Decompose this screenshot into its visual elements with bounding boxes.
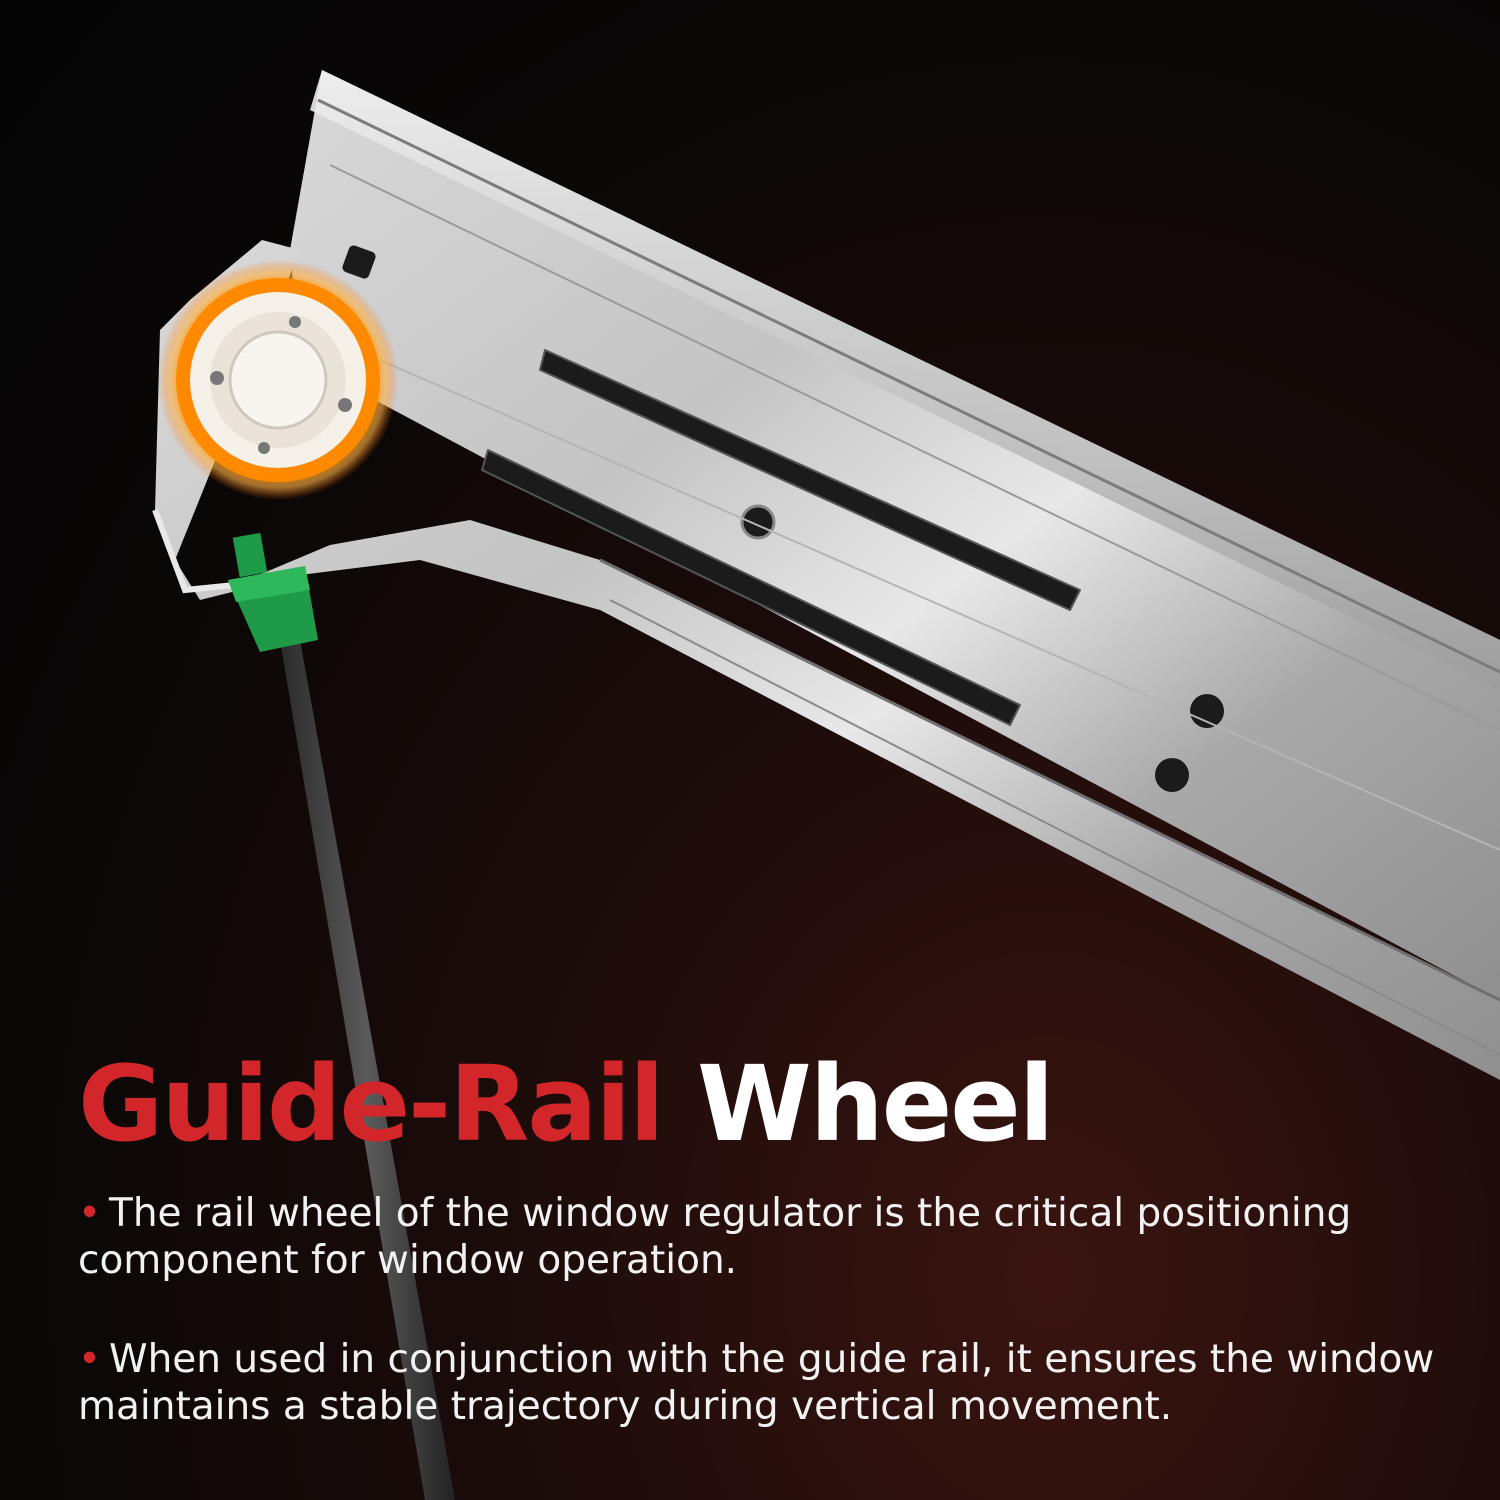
- bullet-1-text: The rail wheel of the window regulator i…: [78, 1191, 1352, 1283]
- bullet-1: •The rail wheel of the window regulator …: [78, 1190, 1458, 1284]
- page-title: Guide-Rail Wheel: [78, 1052, 1054, 1156]
- rail-slots: [481, 349, 1081, 726]
- cable-sheath: [280, 640, 455, 1500]
- guide-rail: [152, 70, 1500, 1080]
- title-red-part: Guide-Rail: [78, 1043, 665, 1165]
- bullet-2: •When used in conjunction with the guide…: [78, 1336, 1458, 1430]
- bullet-marker: •: [78, 1191, 102, 1236]
- guide-rail-wheel: [158, 260, 398, 500]
- regulator-wire: [379, 359, 1500, 851]
- cable-connector: [228, 532, 318, 652]
- bullet-marker: •: [78, 1337, 102, 1382]
- mounting-holes: [342, 245, 1224, 792]
- title-white-part: Wheel: [696, 1043, 1054, 1165]
- bullet-2-text: When used in conjunction with the guide …: [78, 1337, 1435, 1429]
